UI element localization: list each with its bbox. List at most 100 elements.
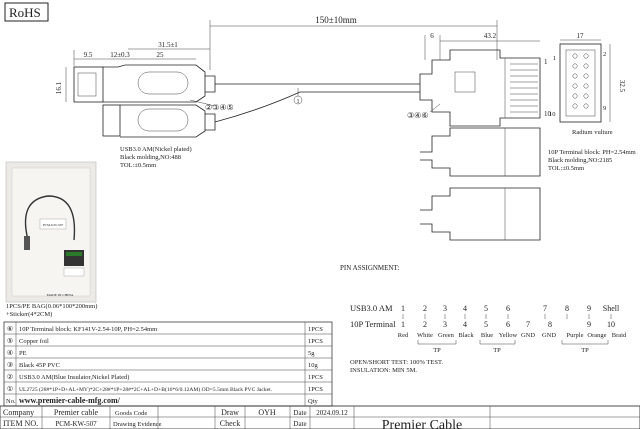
bom-no-1: ① xyxy=(7,385,13,393)
tp-label-3: TP xyxy=(581,347,589,354)
color-gnd-2: GND xyxy=(542,332,556,339)
goods-code-label: Goods Code xyxy=(115,410,147,417)
title-block: Company Premier cable Goods Code Draw OY… xyxy=(0,405,640,429)
dim-31-5: 31.5±1 xyxy=(158,41,178,49)
front-pin-10: 10 xyxy=(549,111,556,118)
usb-pin-6: 6 xyxy=(506,304,510,313)
term-pin-cell-9: 9 xyxy=(587,320,591,329)
front-pin-9: 9 xyxy=(603,105,606,112)
pin-title: PIN ASSIGNMENT: xyxy=(340,264,399,272)
term-pin-cell-2: 2 xyxy=(423,320,427,329)
bom-desc-6: 10P Terminal block: KF141V-2.54-10P, PH=… xyxy=(19,326,157,333)
drawing-evidence-label: Drawing Evidence xyxy=(113,421,162,428)
bom-no-3: ③ xyxy=(7,361,13,369)
callout-1: 1 xyxy=(297,99,300,105)
front-pin-1: 1 xyxy=(553,55,556,62)
usb-note-3: TOL:±0.5mm xyxy=(120,162,156,169)
pin-usb-label: USB3.0 AM xyxy=(350,303,393,313)
usb-dimensions: 9.5 16.1 12±0.3 31.5±1 25 150±10mm xyxy=(55,15,498,102)
usb-pin-5: 5 xyxy=(484,304,488,313)
term-pin-cell-7: 7 xyxy=(526,320,530,329)
usb-pin-2: 2 xyxy=(423,304,427,313)
callout-2345: ②③④⑤ xyxy=(205,103,234,112)
tp-label-2: TP xyxy=(493,347,501,354)
usb-pin-3: 3 xyxy=(443,304,447,313)
term-pin-10: 10 xyxy=(544,110,552,118)
date-value: 2024.09.12 xyxy=(316,409,348,417)
bom-qty-3: 10g xyxy=(308,362,319,369)
bom-desc-2: USB3.0 AM(Blue Insulator,Nickel Plated) xyxy=(19,374,129,381)
front-pin-2: 2 xyxy=(603,51,606,58)
photo-made-in: MADE IN CHINA xyxy=(47,293,74,297)
term-pin-1: 1 xyxy=(544,58,548,66)
term-pin-cell-1: 1 xyxy=(401,320,405,329)
bom-no-2: ② xyxy=(7,373,13,381)
check-label: Check xyxy=(220,419,240,428)
term-pin-cell-6: 6 xyxy=(506,320,510,329)
bom-desc-4: PE xyxy=(19,350,27,357)
bom-desc-5: Copper foil xyxy=(19,338,49,345)
company-label: Company xyxy=(3,408,34,417)
dim-9-5: 9.5 xyxy=(84,51,93,59)
color-braid: Braid xyxy=(612,332,627,339)
bom-qty-1: 1PCS xyxy=(308,386,323,393)
dim-16-1: 16.1 xyxy=(55,81,63,94)
bom-table: ⑥ 10P Terminal block: KF141V-2.54-10P, P… xyxy=(3,321,333,407)
bom-no-4: ④ xyxy=(7,349,13,357)
date-label-2: Date xyxy=(293,420,306,428)
terminal-block-side-views xyxy=(420,127,541,241)
callout-346: ③④⑥ xyxy=(407,111,429,120)
term-pin-cell-10: 10 xyxy=(607,320,615,329)
usb-pin-shell: Shell xyxy=(603,304,620,313)
term-pin-cell-5: 5 xyxy=(484,320,488,329)
bom-header-qty: Qty xyxy=(308,398,319,405)
color-gnd-1: GND xyxy=(521,332,535,339)
color-red: Red xyxy=(398,332,409,339)
term-pin-cell-3: 3 xyxy=(443,320,447,329)
dim-25: 25 xyxy=(157,51,165,59)
usb-pin-1: 1 xyxy=(401,304,405,313)
dim-total-length: 150±10mm xyxy=(315,15,356,25)
usb-pin-7: 7 xyxy=(543,304,547,313)
photo-bag-label: PCM-KW-507 xyxy=(43,223,64,227)
pin-assignment: PIN ASSIGNMENT: USB3.0 AM 10P Terminal 1… xyxy=(340,264,627,374)
item-no-value: PCM-KW-507 xyxy=(55,420,97,428)
terminal-block-front-view: 17 1 10 2 9 32.5 Radium vulture xyxy=(549,32,626,136)
rohs-box xyxy=(4,2,49,22)
usb-connector-drawing xyxy=(73,64,420,138)
photo-caption-1: 1PCS/PE BAG(0.06*100*200mm) xyxy=(6,303,97,310)
rohs-label: RoHS xyxy=(9,5,41,20)
term-note-1: 10P Terminal block: PH=2.54mm xyxy=(548,149,636,156)
bom-qty-4: 5g xyxy=(308,350,315,357)
bom-desc-1: UL2725 (28#*1P+D+AL+MY)*2C+28#*1P+28#*2C… xyxy=(19,386,273,393)
terminal-block-top-view: 6 43.2 1 10 ③④⑥ xyxy=(407,32,552,127)
product-photo: PCM-KW-507 MADE IN CHINA xyxy=(5,161,97,303)
color-black: Black xyxy=(458,332,474,339)
photo-caption-2: +Sticker(4*2CM) xyxy=(6,311,52,318)
test-note-2: INSULATION: MIN 5M. xyxy=(350,367,417,374)
radium-note: Radium vulture xyxy=(572,129,613,136)
bom-header-url: www.premier-cable-mfg.com/ xyxy=(19,396,121,405)
bom-no-5: ⑤ xyxy=(7,337,13,345)
company-value: Premier cable xyxy=(54,408,99,417)
bom-qty-6: 1PCS xyxy=(308,326,323,333)
test-note-1: OPEN/SHORT TEST: 100% TEST. xyxy=(350,359,443,366)
dim-43-2: 43.2 xyxy=(484,32,497,40)
color-yellow: Yellow xyxy=(499,332,518,339)
draw-value: OYH xyxy=(258,408,276,417)
bom-qty-5: 1PCS xyxy=(308,338,323,345)
usb-pin-9: 9 xyxy=(587,304,591,313)
color-blue: Blue xyxy=(481,332,493,339)
item-no-label: ITEM NO. xyxy=(3,419,38,428)
bom-header-no: No. xyxy=(6,398,16,405)
term-note-2: Black molding,NO:2185 xyxy=(548,157,612,164)
pin-term-label: 10P Terminal xyxy=(350,319,396,329)
usb-note-1: USB3.0 AM(Nickel plated) xyxy=(120,146,192,153)
bom-qty-2: 1PCS xyxy=(308,374,323,381)
usb-note-2: Black molding,NO:488 xyxy=(120,154,181,161)
term-pin-cell-4: 4 xyxy=(463,320,467,329)
draw-label: Draw xyxy=(221,408,239,417)
bom-desc-3: Black 45P PVC xyxy=(19,362,60,369)
